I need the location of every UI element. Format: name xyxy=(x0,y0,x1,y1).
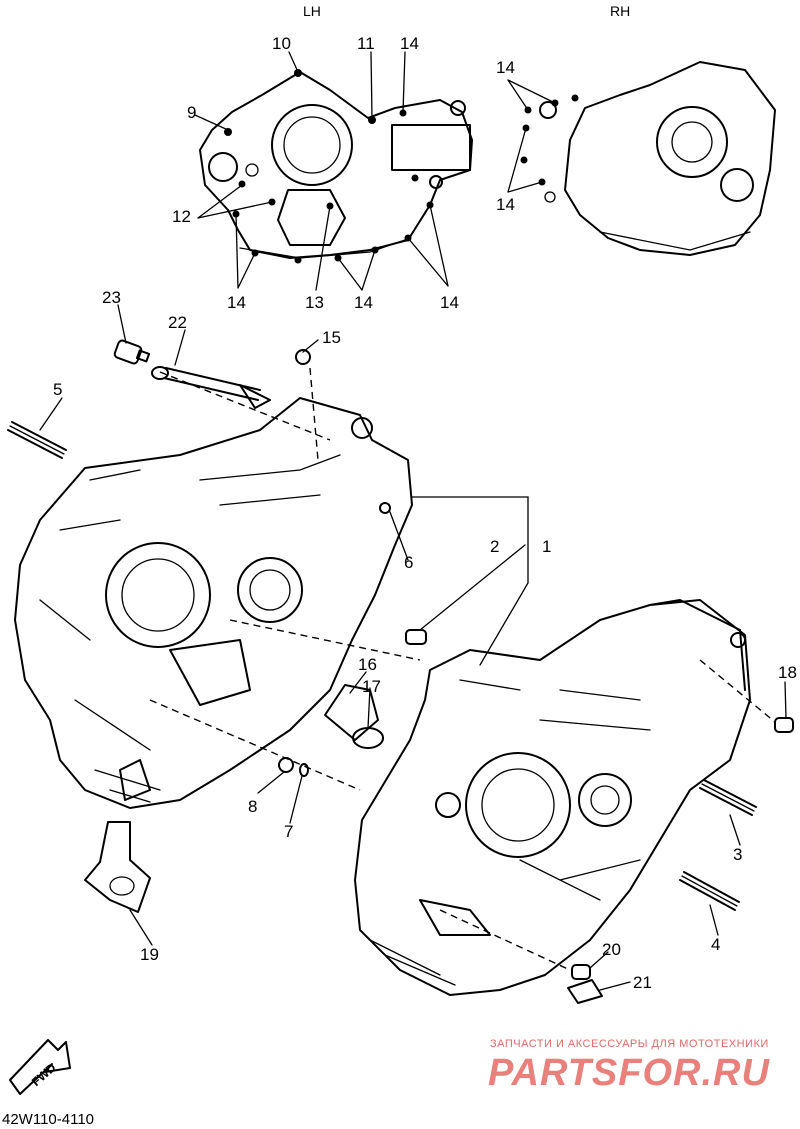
assembly-lines xyxy=(149,367,776,971)
part-8-washer xyxy=(278,757,294,773)
rh-crankcase-half xyxy=(354,599,751,996)
callout-16: 16 xyxy=(358,655,377,674)
callout-1: 1 xyxy=(542,537,551,556)
part-7-ring xyxy=(299,763,309,777)
callout-14: 14 xyxy=(496,58,515,77)
callout-23: 23 xyxy=(102,288,121,307)
callout-5: 5 xyxy=(53,380,62,399)
part-5-stud xyxy=(7,421,67,459)
callout-15: 15 xyxy=(322,328,341,347)
part-22-pipe xyxy=(151,366,271,409)
callout-22: 22 xyxy=(168,313,187,332)
fwd-arrow: FWD xyxy=(9,1039,71,1095)
callout-8: 8 xyxy=(248,797,257,816)
part-3-stud xyxy=(699,779,757,816)
watermark-logo: PARTSFOR.RU xyxy=(488,1052,770,1094)
part-4-stud xyxy=(679,871,740,911)
callout-10: 10 xyxy=(272,34,291,53)
callout-7: 7 xyxy=(284,822,293,841)
part-18-fitting xyxy=(774,717,794,733)
callout-17: 17 xyxy=(362,677,381,696)
leader-lines xyxy=(39,51,787,991)
callout-13: 13 xyxy=(305,293,324,312)
rh-crankcase-view xyxy=(539,61,776,256)
lh-header: LH xyxy=(303,3,321,19)
callout-20: 20 xyxy=(602,940,621,959)
callout-12: 12 xyxy=(172,207,191,226)
lh-crankcase-view xyxy=(199,71,473,259)
callout-19: 19 xyxy=(140,945,159,964)
callout-14: 14 xyxy=(440,293,459,312)
diagram-code: 42W110-4110 xyxy=(2,1111,94,1128)
callout-14: 14 xyxy=(354,293,373,312)
part-23-bolt xyxy=(113,339,151,365)
part-21-plate xyxy=(567,979,603,1004)
callout-14: 14 xyxy=(496,195,515,214)
callout-6: 6 xyxy=(404,553,413,572)
part-2-dowel xyxy=(405,629,427,645)
rh-header: RH xyxy=(610,3,630,19)
part-19-bracket xyxy=(84,821,151,913)
callout-4: 4 xyxy=(711,935,720,954)
callout-3: 3 xyxy=(733,845,742,864)
callout-9: 9 xyxy=(187,103,196,122)
part-15-plug xyxy=(295,349,311,365)
callout-14: 14 xyxy=(227,293,246,312)
callout-2: 2 xyxy=(490,537,499,556)
lh-crankcase-half xyxy=(14,397,413,809)
part-16-cap xyxy=(324,684,379,741)
part-20-cap xyxy=(571,964,591,980)
callout-11: 11 xyxy=(357,34,375,53)
callout-21: 21 xyxy=(633,973,652,992)
callout-18: 18 xyxy=(778,663,797,682)
part-6-gasket xyxy=(379,502,391,514)
watermark-tagline: ЗАПЧАСТИ И АКСЕССУАРЫ ДЛЯ МОТОТЕХНИКИ xyxy=(490,1038,769,1050)
callout-14: 14 xyxy=(400,34,419,53)
